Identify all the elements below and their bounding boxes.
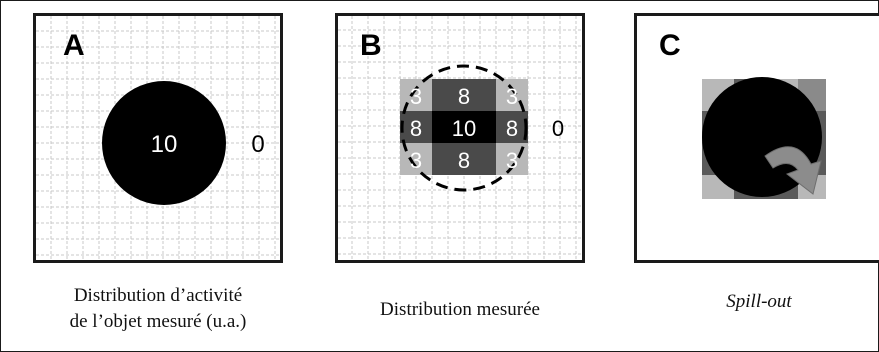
edge-cell-top [432,79,464,111]
panel-c-graphic [702,77,826,199]
panel-b: 3 8 3 8 10 8 3 8 3 0 B [335,13,585,263]
edge-value-bottom: 8 [458,148,470,173]
caption-b: Distribution mesurée [380,299,540,320]
caption-a-line1: Distribution d’activité [73,285,243,306]
edge-cell-bottom [432,143,496,175]
panel-a-letter: A [63,29,85,62]
spill-out-arrow [764,146,822,195]
object-disk [102,81,226,205]
edge-value-right: 8 [506,116,518,141]
corner-value-bl: 3 [410,148,422,173]
corner-value-tr: 3 [506,84,518,109]
edge-cell-left [400,111,432,143]
center-value: 10 [452,116,476,141]
panel-a-graphic: 10 0 [36,16,280,260]
center-cell [432,111,496,143]
caption-c: Spill-out [726,291,792,312]
disk-value-label: 10 [151,131,178,158]
true-object-outline [400,64,528,192]
panel-c-letter: C [659,29,681,62]
edge-value-top: 8 [458,84,470,109]
corner-value-br: 3 [506,148,518,173]
panel-b-letter: B [360,29,382,62]
outside-value-label-b: 0 [552,116,564,141]
caption-a: Distribution d’activité de l’objet mesur… [18,283,298,335]
outside-value-label: 0 [251,131,264,158]
object-disk-c [702,77,822,197]
caption-a-line2: de l’objet mesuré (u.a.) [69,311,247,332]
edge-cell-top-b [464,79,496,111]
panel-a: 10 0 A [33,13,283,263]
corner-value-tl: 3 [410,84,422,109]
panel-b-graphic: 3 8 3 8 10 8 3 8 3 0 [338,16,582,260]
edge-cell-right [496,111,528,143]
panel-c: C [634,13,879,263]
edge-value-left: 8 [410,116,422,141]
